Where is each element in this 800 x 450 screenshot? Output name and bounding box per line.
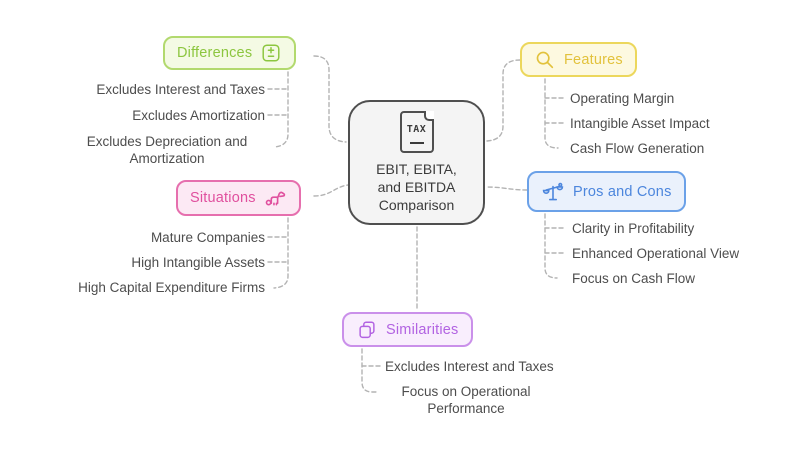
tax-icon-underline — [409, 141, 424, 144]
tax-icon-text: TAX — [406, 123, 427, 135]
leaf-label[interactable]: High Intangible Assets — [131, 255, 265, 270]
connector-features-center — [486, 59, 521, 142]
pros-cons-connectors — [485, 186, 565, 279]
similarities-connectors — [361, 226, 418, 393]
leaf-label[interactable]: Excludes Interest and Taxes — [385, 359, 554, 374]
page-fold — [423, 111, 434, 121]
tax-document-icon: TAX — [399, 111, 434, 153]
scales-icon — [542, 182, 564, 200]
branch-node-pros-and-cons[interactable]: Pros and Cons — [527, 171, 686, 212]
connector-situations-center — [313, 184, 349, 197]
center-title-line-2: and EBITDA — [377, 179, 456, 195]
leaf-label[interactable]: Clarity in Profitability — [572, 221, 695, 236]
differences-connectors — [267, 55, 347, 148]
leaf-label[interactable]: Cash Flow Generation — [570, 141, 705, 156]
similarities-leaf-trunk — [361, 348, 379, 393]
leaf-label[interactable]: Operating Margin — [570, 91, 675, 106]
pros-cons-leaf-trunk — [544, 213, 558, 279]
leaf-label[interactable]: Excludes Depreciation and Amortization — [86, 134, 248, 166]
leaf-label[interactable]: Enhanced Operational View — [572, 246, 740, 261]
branch-node-situations[interactable]: Situations — [176, 180, 301, 216]
situations-leaf-trunk — [273, 217, 289, 289]
leaf-label[interactable]: High Capital Expenditure Firms — [78, 280, 265, 295]
features-connectors — [486, 59, 565, 149]
branch-label-features: Features — [564, 51, 623, 68]
branch-node-similarities[interactable]: Similarities — [342, 312, 473, 347]
branch-label-differences: Differences — [177, 45, 253, 61]
branch-node-features[interactable]: Features — [520, 42, 637, 77]
leaf-label[interactable]: Excludes Interest and Taxes — [96, 82, 265, 97]
leaf-label[interactable]: Intangible Asset Impact — [570, 116, 710, 131]
plus-minus-icon — [262, 44, 280, 62]
branch-node-differences[interactable]: Differences — [163, 36, 297, 70]
center-title-line-1: EBIT, EBITA, — [376, 161, 457, 177]
branch-label-situations: Situations — [190, 190, 256, 206]
features-leaf-trunk — [544, 78, 559, 149]
center-title: EBIT, EBITA, and EBITDA Comparison — [376, 160, 457, 214]
differences-leaf-trunk — [273, 71, 289, 148]
copy-icon — [359, 320, 375, 338]
center-title-line-3: Comparison — [378, 197, 455, 213]
leaf-label[interactable]: Focus on Operational Performance — [401, 384, 531, 416]
situations-connectors — [267, 184, 349, 289]
branch-label-pros-and-cons: Pros and Cons — [573, 183, 672, 200]
connector-pros-cons-center — [485, 186, 528, 191]
branch-label-similarities: Similarities — [386, 321, 459, 338]
leaf-label[interactable]: Excludes Amortization — [132, 108, 265, 123]
dog-icon — [265, 191, 285, 205]
center-node[interactable]: TAX EBIT, EBITA, and EBITDA Comparison — [348, 100, 485, 225]
magnifier-icon — [536, 51, 554, 68]
leaf-label[interactable]: Mature Companies — [150, 230, 265, 245]
leaf-label[interactable]: Focus on Cash Flow — [572, 271, 696, 286]
connector-differences-center — [313, 55, 347, 143]
